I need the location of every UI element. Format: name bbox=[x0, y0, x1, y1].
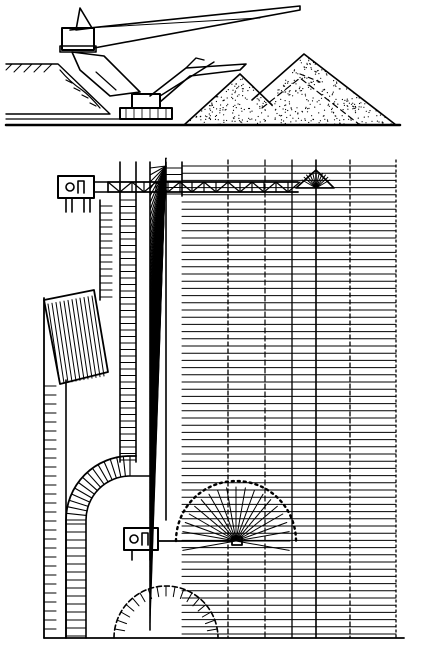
excavator-cab bbox=[61, 27, 95, 51]
rotary-slewing-crane bbox=[123, 479, 298, 561]
excavator-crawler bbox=[119, 107, 173, 120]
plan-view bbox=[43, 157, 405, 639]
conical-stockpiles bbox=[183, 53, 397, 126]
stockpile-cone-1 bbox=[183, 73, 273, 126]
stacker-cab bbox=[131, 93, 161, 109]
slewing-fan bbox=[174, 479, 298, 551]
conveyor-track-left bbox=[99, 157, 183, 631]
bucket-wheel-excavator bbox=[59, 5, 301, 120]
embankment bbox=[5, 63, 111, 115]
loading-pad bbox=[43, 289, 109, 385]
stacker bbox=[131, 57, 247, 109]
lattice-boom bbox=[107, 181, 301, 193]
stockpile-rows bbox=[181, 165, 397, 635]
stockpile-stipple bbox=[189, 58, 392, 126]
bottom-turntable bbox=[113, 585, 219, 639]
turning-arc bbox=[65, 455, 151, 639]
conveyor-rungs bbox=[99, 157, 183, 624]
elevation-view bbox=[4, 5, 402, 127]
reclaimer-cab bbox=[57, 175, 95, 199]
excavator-boom bbox=[69, 5, 301, 49]
crane-cab bbox=[123, 527, 159, 551]
stockpile-cone-2 bbox=[251, 53, 397, 126]
stacker-boom bbox=[149, 63, 247, 103]
stockpile-cone-3 bbox=[261, 77, 361, 126]
stacker-reclaimer bbox=[57, 169, 335, 213]
stockpile-guide-lines bbox=[227, 159, 397, 639]
